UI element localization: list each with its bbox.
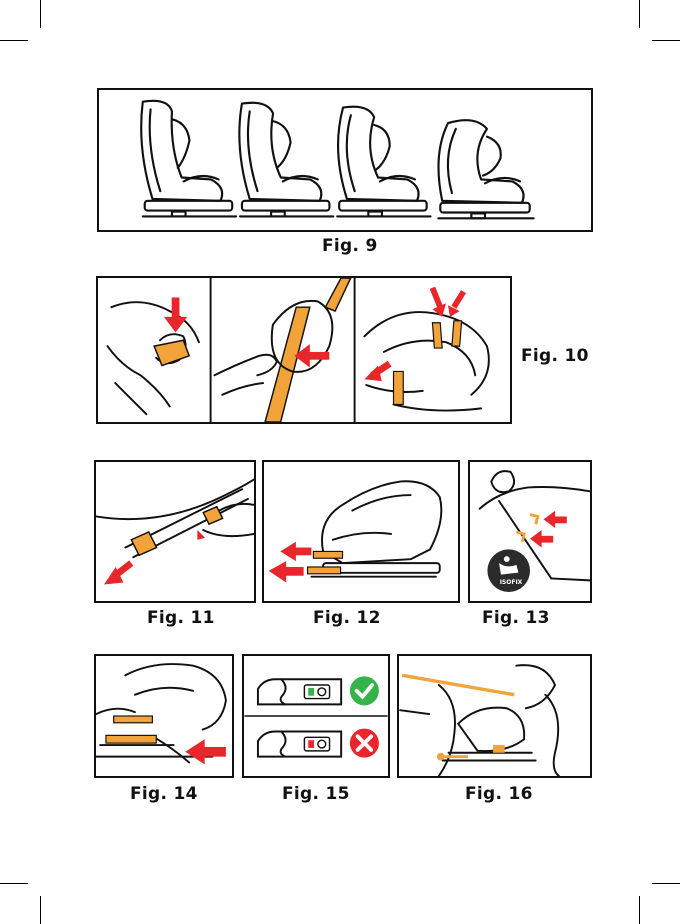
arrow-icon [164,297,187,332]
fig12-caption: Fig. 12 [313,608,381,628]
crop-mark [652,883,680,884]
arrow-icon [104,530,205,584]
fig12-panel [262,460,460,603]
fig10-caption: Fig. 10 [521,346,589,366]
fig13-illustration [470,462,590,601]
arrow-icon [269,542,312,583]
fig13-caption: Fig. 13 [482,608,550,628]
fig14-illustration [96,656,232,776]
crop-mark [652,40,680,41]
crop-mark [0,40,28,41]
arrow-icon [364,288,463,381]
crop-mark [639,896,640,924]
isofix-badge-label: ISOFIX [496,579,526,586]
fig9-caption: Fig. 9 [322,236,378,256]
arrow-icon [185,739,226,764]
crop-mark [639,0,640,28]
fig15-illustration [244,656,388,776]
crop-mark [40,0,41,28]
fig15-panel [242,654,390,778]
fig13-panel: ISOFIX [468,460,592,603]
fig16-illustration [399,656,590,776]
fig14-panel [94,654,234,778]
fig9-panel [97,88,593,232]
fig16-caption: Fig. 16 [465,784,533,804]
fig12-illustration [264,462,458,601]
fig15-caption: Fig. 15 [282,784,350,804]
fig9-illustration [99,90,591,230]
fig14-caption: Fig. 14 [130,784,198,804]
crop-mark [0,883,28,884]
fig10-panel [96,276,512,424]
cross-icon [350,729,379,758]
fig11-caption: Fig. 11 [147,608,215,628]
fig10-illustration [98,278,510,422]
fig11-panel [94,460,256,603]
checkmark-icon [350,676,379,705]
fig11-illustration [96,462,254,601]
fig16-panel [397,654,592,778]
crop-mark [40,896,41,924]
